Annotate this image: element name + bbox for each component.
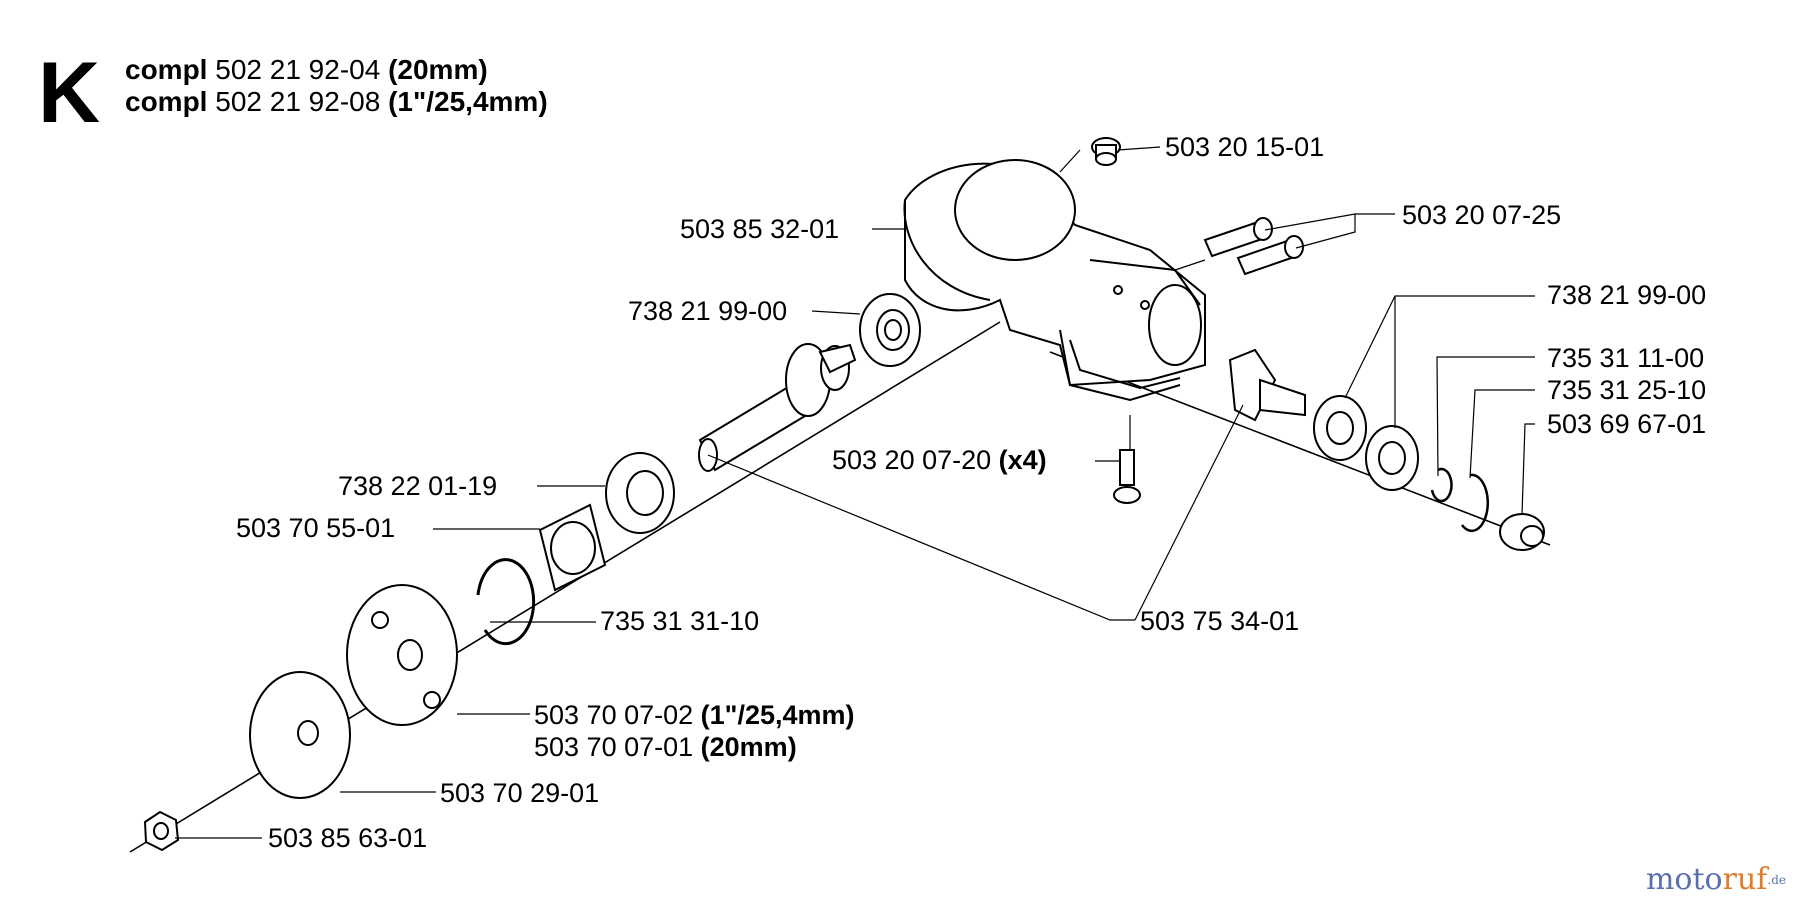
section-letter: K	[38, 45, 101, 141]
part-label-503-20-15-01: 503 20 15-01	[1165, 132, 1325, 162]
end-cap	[1499, 513, 1545, 551]
watermark-suffix: .de	[1767, 873, 1786, 887]
header-line-1-number: 502 21 92-04	[215, 54, 381, 85]
assembly-axis-right	[1049, 351, 1551, 546]
drive-disc	[346, 584, 458, 726]
part-label-735-31-31-10: 735 31 31-10	[600, 606, 760, 636]
hex-nut	[143, 810, 180, 852]
watermark-part-2: ruf	[1722, 862, 1768, 897]
part-variant-503-70-07-01: (20mm)	[700, 732, 797, 762]
support-cup	[249, 671, 351, 799]
part-label-503-69-67-01: 503 69 67-01	[1547, 409, 1707, 439]
large-circlip	[476, 558, 536, 646]
part-label-503-20-07-25: 503 20 07-25	[1402, 200, 1562, 230]
part-label-738-21-99-00-right: 738 21 99-00	[1547, 280, 1707, 310]
part-label-735-31-11-00: 735 31 11-00	[1547, 343, 1705, 373]
leader-lines	[175, 146, 1535, 839]
part-label-503-20-07-20: 503 20 07-20 (x4)	[832, 445, 1047, 475]
header-line-2-prefix: compl	[125, 86, 208, 117]
right-circlips	[1430, 467, 1490, 533]
clamp-screws	[1203, 217, 1304, 276]
right-bearing-1	[1313, 395, 1367, 461]
part-label-503-70-55-01: 503 70 55-01	[236, 513, 396, 543]
part-number-503-20-07-20: 503 20 07-20	[832, 445, 992, 475]
site-watermark: motoruf.de	[1646, 863, 1786, 897]
part-label-738-22-01-19: 738 22 01-19	[338, 471, 498, 501]
pinion-shaft	[698, 343, 857, 472]
part-label-735-31-25-10: 735 31 25-10	[1547, 375, 1707, 405]
header-line-1: compl 502 21 92-04 (20mm)	[125, 54, 488, 86]
part-label-503-70-07-01: 503 70 07-01 (20mm)	[534, 732, 797, 762]
left-bearing	[859, 293, 921, 367]
part-label-503-85-32-01: 503 85 32-01	[680, 214, 840, 244]
part-label-503-75-34-01: 503 75 34-01	[1140, 606, 1300, 636]
part-label-503-85-63-01: 503 85 63-01	[268, 823, 428, 853]
part-number-503-70-07-02: 503 70 07-02	[534, 700, 694, 730]
part-qty-503-20-07-20: (x4)	[998, 445, 1047, 475]
keyed-washer	[538, 503, 607, 592]
top-screw	[1091, 137, 1121, 166]
part-label-738-21-99-00-left: 738 21 99-00	[628, 296, 788, 326]
header-line-1-prefix: compl	[125, 54, 208, 85]
part-number-503-70-07-01: 503 70 07-01	[534, 732, 694, 762]
right-bearing-2	[1365, 425, 1419, 491]
header-line-1-variant: (20mm)	[388, 54, 488, 85]
header-line-2: compl 502 21 92-08 (1"/25,4mm)	[125, 86, 548, 118]
watermark-part-1: moto	[1645, 862, 1723, 897]
part-label-503-70-29-01: 503 70 29-01	[440, 778, 600, 808]
part-variant-503-70-07-02: (1"/25,4mm)	[700, 700, 855, 730]
part-label-503-70-07-02: 503 70 07-02 (1"/25,4mm)	[534, 700, 855, 730]
bevel-gear	[1228, 348, 1306, 422]
header-line-2-variant: (1"/25,4mm)	[388, 86, 548, 117]
header-line-2-number: 502 21 92-08	[215, 86, 381, 117]
gear-housing	[903, 159, 1206, 402]
base-screw	[1113, 449, 1141, 504]
thrust-washer	[605, 452, 675, 534]
